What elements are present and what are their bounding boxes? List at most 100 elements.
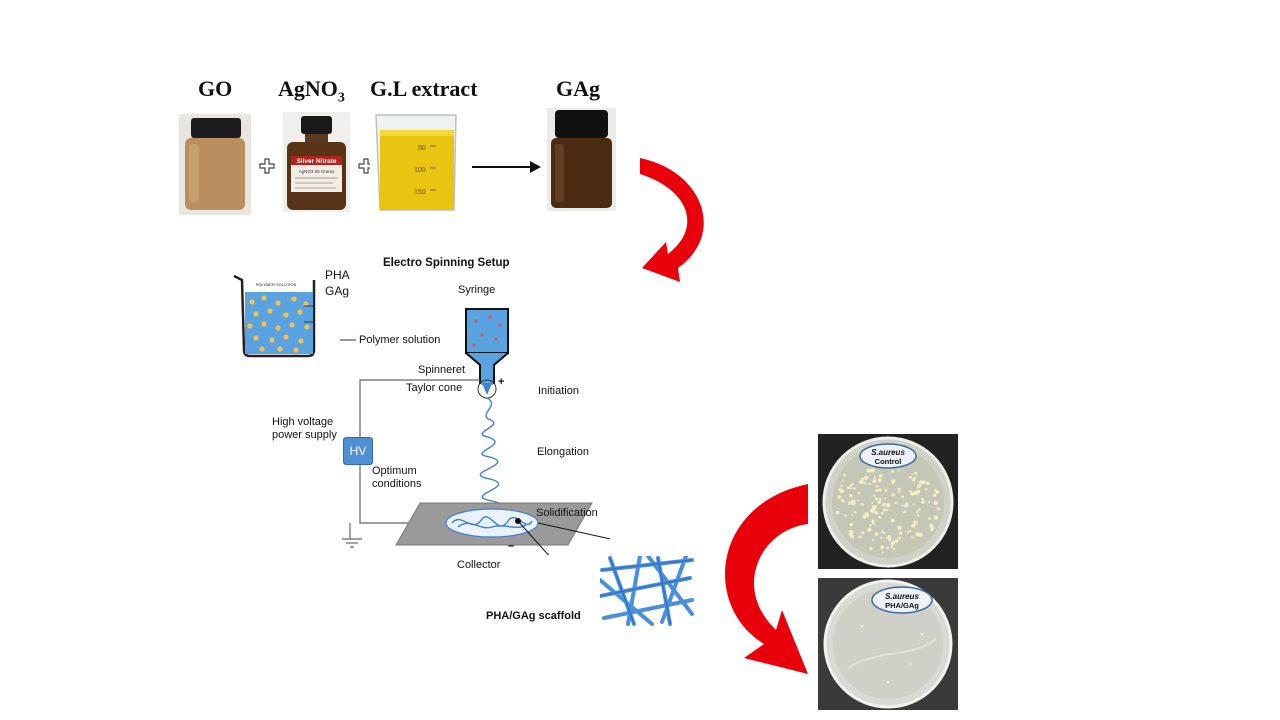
- bacterial-colony: [928, 501, 931, 504]
- bacterial-colony: [930, 525, 935, 530]
- bacterial-colony: [848, 501, 852, 505]
- control-petri-dish-photo: S.aureus Control: [818, 434, 958, 569]
- solidification-label: Solidification: [536, 507, 598, 519]
- bacterial-colony: [916, 489, 921, 494]
- taylor-cone-label: Taylor cone: [406, 382, 463, 394]
- gag-beaker-label: GAg: [325, 284, 350, 298]
- bacterial-colony: [922, 480, 926, 485]
- bacterial-colony: [850, 514, 853, 517]
- gag-jar-photo: [547, 108, 616, 211]
- bacterial-colony: [890, 545, 893, 548]
- bacterial-colony: [906, 530, 910, 534]
- bacterial-colony: [892, 547, 896, 551]
- bacterial-colony: [881, 551, 884, 554]
- bacterial-colony: [853, 511, 857, 514]
- bacterial-colony: [924, 488, 928, 491]
- bacterial-colony: [861, 531, 865, 535]
- bacterial-colony: [897, 487, 901, 491]
- bacterial-colony: [871, 505, 876, 510]
- bacterial-colony: [891, 493, 895, 497]
- go-label: GO: [198, 76, 233, 101]
- bacterial-colony: [863, 481, 867, 485]
- treated-species-label: S.aureus: [885, 592, 919, 601]
- bacterial-colony: [901, 504, 904, 507]
- curved-arrow-top: [640, 158, 704, 282]
- bacterial-colony: [843, 473, 846, 477]
- bacterial-colony: [901, 495, 904, 498]
- bacterial-colony: [894, 501, 898, 504]
- bacterial-colony: [837, 495, 841, 499]
- treated-petri-dish-photo: S.aureus PHA/GAg: [818, 578, 958, 710]
- bacterial-colony: [858, 492, 861, 495]
- pha-label: PHA: [325, 268, 350, 282]
- bacterial-colony: [867, 527, 872, 532]
- bacterial-colony: [858, 480, 862, 484]
- bacterial-colony: [883, 531, 886, 535]
- plus-icon: [259, 158, 275, 174]
- bacterial-colony: [873, 476, 877, 479]
- control-label: Control: [875, 457, 902, 466]
- agno3-subscript: 3: [337, 90, 345, 106]
- bacterial-colony: [864, 475, 869, 480]
- bacterial-colony: [870, 468, 875, 473]
- bacterial-colony: [873, 494, 876, 497]
- bacterial-colony: [921, 500, 925, 504]
- bacterial-colony: [928, 517, 932, 521]
- bacterial-colony: [934, 489, 937, 492]
- bacterial-colony: [935, 490, 940, 495]
- bacterial-colony: [905, 502, 909, 506]
- bacterial-colony: [897, 490, 901, 493]
- bacterial-colony: [909, 529, 912, 533]
- optimum-label-line2: conditions: [372, 478, 422, 490]
- curved-arrow-bottom: [725, 484, 808, 674]
- bottle-label-line1: Silver Nitrate: [296, 158, 336, 165]
- bacterial-colony: [917, 484, 921, 489]
- silver-nitrate-bottle-photo: Silver Nitrate AgNO3 50 Grams: [283, 112, 350, 212]
- bacterial-colony: [936, 507, 941, 511]
- scaffold-closeup: [600, 556, 694, 626]
- bacterial-colony: [909, 490, 912, 493]
- bacterial-colony: [877, 500, 881, 504]
- bacterial-colony: [886, 536, 889, 539]
- bacterial-colony: [871, 501, 874, 504]
- bottle-label-line2: AgNO3 50 Grams: [299, 169, 336, 174]
- polymer-solution-label: Polymer solution: [359, 334, 441, 346]
- bacterial-colony: [847, 486, 850, 490]
- bacterial-colony: [880, 536, 883, 539]
- bacterial-colony: [926, 481, 930, 486]
- bacterial-colony: [869, 546, 873, 551]
- bacterial-colony: [933, 500, 938, 506]
- elongation-label: Elongation: [537, 446, 589, 458]
- bacterial-colony: [884, 489, 888, 492]
- go-jar-photo: [179, 114, 251, 215]
- bacterial-colony: [860, 503, 864, 506]
- bacterial-colony: [842, 479, 844, 482]
- bacterial-colony: [858, 535, 862, 539]
- bacterial-colony: [902, 511, 905, 514]
- setup-title: Electro Spinning Setup: [383, 257, 510, 269]
- negative-terminal-label: –: [508, 540, 515, 552]
- bacterial-colony: [844, 514, 847, 517]
- plus-icon: [358, 158, 374, 174]
- bacterial-colony: [932, 493, 937, 498]
- bacterial-colony: [866, 468, 871, 473]
- bacterial-colony: [894, 539, 899, 543]
- hv-label-line1: High voltage: [272, 416, 334, 428]
- bacterial-colony: [887, 535, 891, 539]
- syringe-label: Syringe: [458, 284, 496, 296]
- gl-extract-label: G.L extract: [370, 76, 478, 101]
- optimum-label-line1: Optimum: [372, 465, 417, 477]
- bacterial-colony: [891, 540, 896, 545]
- bacterial-colony: [875, 489, 879, 492]
- bacterial-colony: [874, 497, 879, 501]
- bacterial-colony: [879, 497, 882, 501]
- bacterial-colony: [872, 479, 877, 483]
- bacterial-colony: [897, 525, 902, 530]
- bacterial-colony: [916, 514, 920, 517]
- bacterial-colony: [915, 510, 919, 514]
- bacterial-colony: [911, 536, 914, 539]
- bacterial-colony: [875, 511, 879, 515]
- bacterial-colony: [850, 487, 853, 490]
- beaker-mark-50: 50: [418, 145, 426, 152]
- bacterial-colony: [871, 538, 875, 542]
